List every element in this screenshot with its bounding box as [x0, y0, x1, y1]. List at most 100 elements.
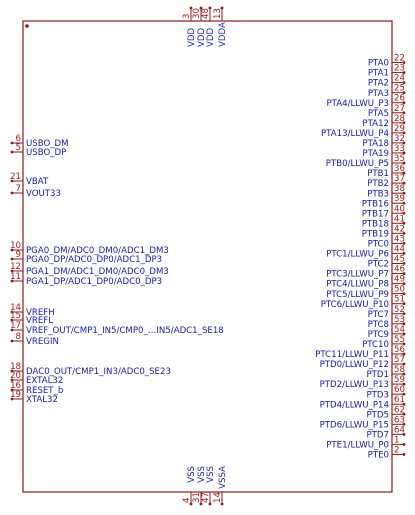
pin-name: VSS: [197, 466, 207, 483]
pin-end-dot: [402, 151, 406, 155]
pin-number: 23: [394, 64, 405, 74]
pin-number: 41: [394, 214, 405, 224]
pin-number: 61: [394, 395, 405, 405]
pin-number: 1: [394, 435, 399, 445]
pin-number: 58: [394, 365, 405, 375]
pin-number: 20: [10, 371, 21, 381]
pin-name: PTB2: [367, 179, 389, 189]
pin-number: 8: [16, 332, 21, 342]
pin-number: 44: [394, 244, 405, 254]
pin-name: PTD3: [366, 390, 389, 400]
pin-name: RESET_b: [26, 386, 63, 396]
pin-name: PTB19: [362, 229, 389, 239]
pin-end-dot: [402, 392, 406, 396]
pin-number: 39: [394, 194, 405, 204]
pin-number: 30: [192, 8, 202, 19]
pin-number: 36: [394, 164, 405, 174]
pin-end-dot: [220, 6, 224, 10]
pin-end-dot: [402, 282, 406, 285]
pin-number: 15: [10, 311, 21, 321]
pin-number: 6: [16, 134, 21, 144]
pin-name: PTE0: [368, 451, 389, 461]
pin-number: 14: [213, 492, 223, 503]
pin-name: VDD: [187, 28, 197, 47]
pin-name: PTA4/LLWU_P3: [326, 99, 389, 109]
pin-name: PTC5/LLWU_P9: [326, 290, 389, 300]
pin-number: 28: [394, 114, 405, 124]
pin-end-dot: [402, 81, 406, 84]
pin-end-dot: [10, 141, 14, 145]
pin-name: PTC3/LLWU_P7: [326, 270, 389, 280]
pin-name: XTAL32: [26, 395, 58, 405]
pin-number: 12: [10, 262, 21, 272]
pin-name: PTB18: [362, 219, 389, 229]
pin-number: 54: [394, 325, 405, 335]
pin-number: 57: [394, 355, 405, 365]
pin-end-dot: [199, 502, 203, 506]
pin-end-dot: [402, 141, 406, 145]
pin-number: 31: [192, 492, 202, 503]
pin-end-dot: [402, 453, 406, 456]
pin-name: VREF_OUT/CMP1_IN5/CMP0_…IN5/ADC1_SE18: [26, 326, 224, 336]
pin-name: PTC0: [368, 240, 389, 250]
pin-number: 13: [213, 8, 223, 19]
pin-name: PTA0: [368, 59, 389, 69]
pin-end-dot: [402, 312, 406, 316]
pin-name: VREFH: [26, 308, 55, 318]
pin-end-dot: [402, 332, 406, 336]
pin-name: PTB3: [367, 189, 389, 199]
pin-number: 53: [394, 315, 405, 325]
pin-number: 26: [394, 94, 405, 104]
pin-name: PTA2: [368, 79, 389, 89]
pin-name: PTD1: [366, 370, 389, 380]
pin-end-dot: [402, 181, 406, 185]
pin-end-dot: [402, 201, 406, 205]
left-pin-group: 6USBO_DM5USBO_DP21VBAT7VOUT3310PGA0_DM/A…: [10, 134, 224, 405]
pin-name: PTC7: [368, 310, 389, 320]
pin-end-dot: [402, 372, 406, 376]
pin-number: 49: [394, 275, 405, 285]
pin-end-dot: [402, 352, 406, 356]
pin-number: 37: [394, 174, 405, 184]
pin-name: PTA1: [368, 69, 389, 79]
pin-name: PTD0/LLWU_P12: [320, 360, 389, 370]
pin-name: PGA0_DM/ADC0_DM0/ADC1_DM3: [26, 246, 169, 256]
pin-name: PGA0_DP/ADC0_DP0/ADC1_DP3: [26, 255, 162, 265]
pin-end-dot: [10, 397, 14, 401]
pin-end-dot: [402, 362, 406, 366]
pin-number: 33: [394, 144, 405, 154]
pin-name: VSS: [187, 466, 197, 483]
pin-name: PTD6/LLWU_P15: [320, 420, 389, 430]
pin-number: 7: [16, 184, 21, 194]
pin-number: 55: [394, 335, 405, 345]
pin-number: 14: [10, 303, 21, 313]
pin-number: 60: [394, 385, 405, 395]
pin-number: 17: [10, 321, 21, 331]
pin-name: PTC11/LLWU_P11: [315, 350, 389, 360]
pin-end-dot: [10, 257, 14, 261]
pin-number: 4: [182, 498, 192, 503]
pin-number: 45: [394, 255, 405, 265]
